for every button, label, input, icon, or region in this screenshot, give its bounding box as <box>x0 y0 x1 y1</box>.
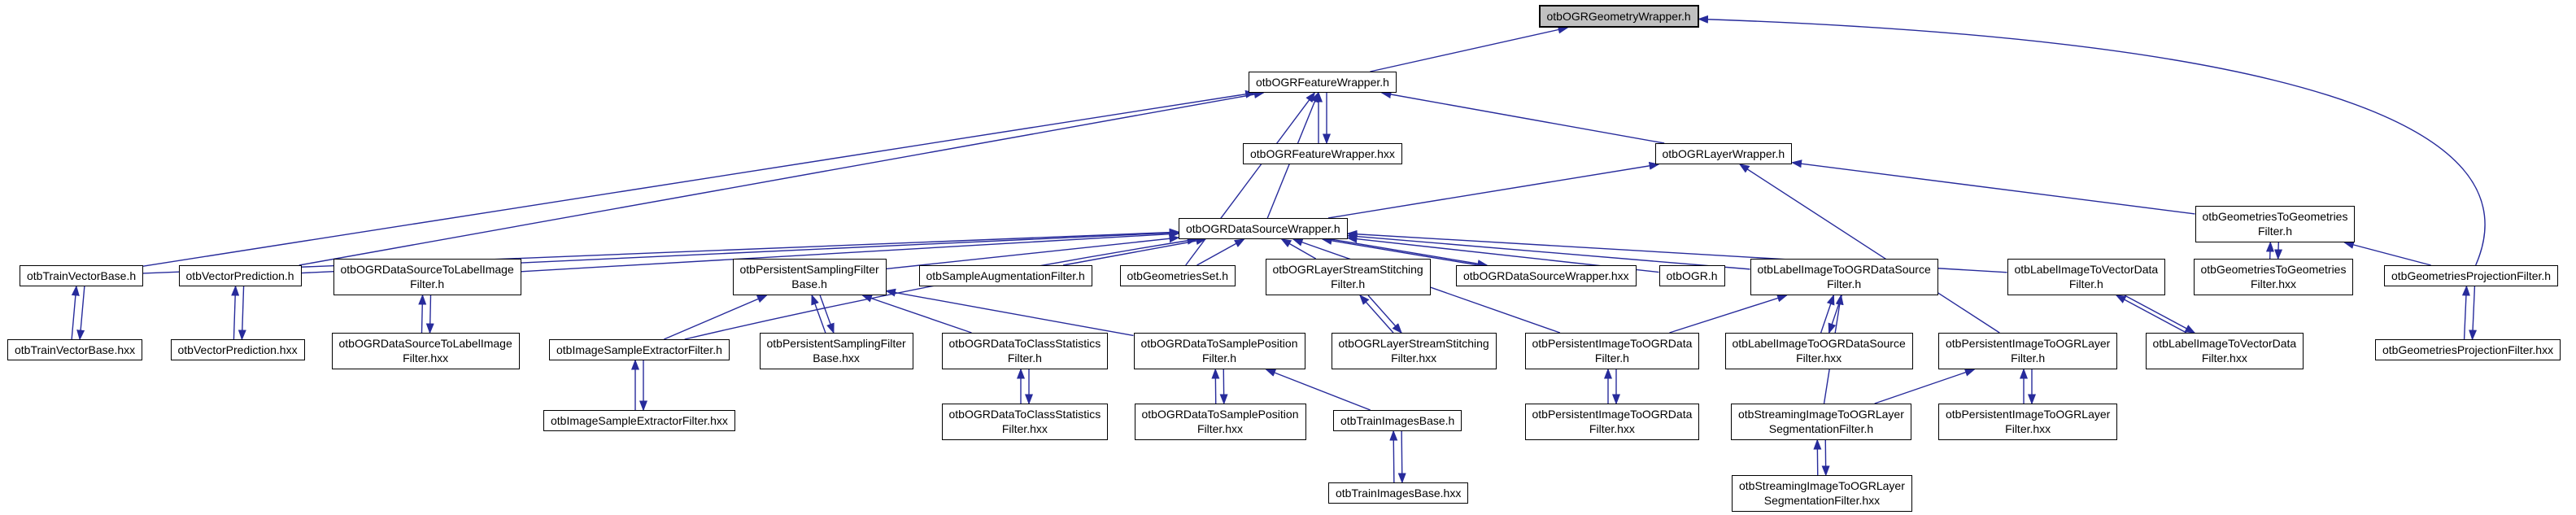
edge-vectorprediction_hxx-to-vectorprediction_h <box>231 285 240 340</box>
node-persistentsampling_h[interactable]: otbPersistentSamplingFilter Base.h <box>732 259 887 295</box>
node-persistimgtoogrlayer_h[interactable]: otbPersistentImageToOGRLayer Filter.h <box>1938 333 2118 369</box>
edge-imagesampleextractor_h-to-persistentsampling_h <box>664 295 768 340</box>
edge-geom2geom_hxx-to-geom2geom_h <box>2265 241 2274 260</box>
edge-geomprojection_h-to-geometrywrapper_h <box>1698 15 2486 266</box>
node-labelimgtoogrds_hxx[interactable]: otbLabelImageToOGRDataSource Filter.hxx <box>1724 333 1913 369</box>
node-streamingimgtoogrlayer_hxx[interactable]: otbStreamingImageToOGRLayer Segmentation… <box>1732 475 1912 512</box>
edge-featurewrapper_h-to-geometrywrapper_h <box>1370 25 1569 72</box>
node-featurewrapper_h[interactable]: otbOGRFeatureWrapper.h <box>1249 72 1397 94</box>
node-labelimgtovector_h[interactable]: otbLabelImageToVectorData Filter.h <box>2007 259 2166 295</box>
edge-geometriesset_h-to-datasourcewrapper_h <box>1196 238 1245 266</box>
edge-trainvectorbase_h-to-featurewrapper_h <box>142 89 1257 267</box>
edge-datasourcewrapper_h-to-datasourcewrapper_hxx <box>1330 238 1489 268</box>
node-datasourcewrapper_h[interactable]: otbOGRDataSourceWrapper.h <box>1179 218 1348 240</box>
edge-geomprojection_h-to-geom2geom_h <box>2343 241 2431 266</box>
edge-trainimagesbase_hxx-to-trainimagesbase_h <box>1389 430 1398 483</box>
node-geometrywrapper_h[interactable]: otbOGRGeometryWrapper.h <box>1538 5 1699 28</box>
node-geom2geom_h[interactable]: otbGeometriesToGeometries Filter.h <box>2195 206 2356 242</box>
node-otbogr_h[interactable]: otbOGR.h <box>1658 265 1725 287</box>
edge-trainimagesbase_h-to-ogrdatatosamplepos_h <box>1265 369 1371 411</box>
node-persistimgtoogrdata_hxx[interactable]: otbPersistentImageToOGRData Filter.hxx <box>1524 404 1700 440</box>
node-ogrdstolabelimage_h[interactable]: otbOGRDataSourceToLabelImage Filter.h <box>333 259 521 295</box>
edge-labelimgtovector_hxx-to-labelimgtovector_h <box>2115 295 2187 334</box>
edge-ogrlayerstream_h-to-datasourcewrapper_h <box>1280 238 1317 260</box>
node-vectorprediction_h[interactable]: otbVectorPrediction.h <box>178 265 302 287</box>
edge-trainvectorbase_hxx-to-trainvectorbase_h <box>71 285 80 340</box>
edge-geom2geom_h-to-layerwrapper_h <box>1791 159 2195 215</box>
node-labelimgtovector_hxx[interactable]: otbLabelImageToVectorData Filter.hxx <box>2145 333 2304 369</box>
node-ogrdatatosamplepos_hxx[interactable]: otbOGRDataToSamplePosition Filter.hxx <box>1134 404 1306 440</box>
node-ogrdatatoclassstats_h[interactable]: otbOGRDataToClassStatistics Filter.h <box>941 333 1109 369</box>
node-geomprojection_hxx[interactable]: otbGeometriesProjectionFilter.hxx <box>2375 339 2561 361</box>
edge-ogrlayerstream_h-to-ogrlayerstream_hxx <box>1367 295 1402 334</box>
node-ogrdstolabelimage_hxx[interactable]: otbOGRDataSourceToLabelImage Filter.hxx <box>331 333 520 369</box>
node-vectorprediction_hxx[interactable]: otbVectorPrediction.hxx <box>170 339 305 361</box>
edge-persistimgtoogrlayer_h-to-layerwrapper_h <box>1738 164 2000 334</box>
edge-datasourcewrapper_hxx-to-datasourcewrapper_h <box>1321 236 1480 266</box>
node-persistimgtoogrlayer_hxx[interactable]: otbPersistentImageToOGRLayer Filter.hxx <box>1938 404 2118 440</box>
node-trainvectorbase_h[interactable]: otbTrainVectorBase.h <box>20 265 144 287</box>
node-trainimagesbase_hxx[interactable]: otbTrainImagesBase.hxx <box>1328 482 1469 504</box>
edge-ogrdstolabelimage_h-to-ogrdstolabelimage_hxx <box>425 295 434 334</box>
node-layerwrapper_h[interactable]: otbOGRLayerWrapper.h <box>1654 143 1793 165</box>
edge-trainvectorbase_h-to-datasourcewrapper_h <box>142 228 1180 274</box>
edge-persistentsampling_hxx-to-persistentsampling_h <box>811 294 826 334</box>
edge-streamingimgtoogrlayer_h-to-persistimgtoogrlayer_h <box>1874 368 1976 404</box>
node-ogrlayerstream_hxx[interactable]: otbOGRLayerStreamStitching Filter.hxx <box>1331 333 1497 369</box>
node-geomprojection_h[interactable]: otbGeometriesProjectionFilter.h <box>2384 265 2559 287</box>
edge-sampleaugmentation_h-to-datasourcewrapper_h <box>1062 237 1207 266</box>
node-persistimgtoogrdata_h[interactable]: otbPersistentImageToOGRData Filter.h <box>1524 333 1700 369</box>
edge-persistentsampling_h-to-persistentsampling_hxx <box>819 295 835 334</box>
edge-labelimgtovector_h-to-labelimgtovector_hxx <box>2124 295 2196 334</box>
edge-ogrlayerstream_hxx-to-ogrlayerstream_h <box>1359 294 1394 334</box>
edge-datasourcewrapper_h-to-layerwrapper_h <box>1327 161 1660 219</box>
node-featurewrapper_hxx[interactable]: otbOGRFeatureWrapper.hxx <box>1243 143 1402 165</box>
node-imagesampleextractor_hxx[interactable]: otbImageSampleExtractorFilter.hxx <box>543 410 735 432</box>
edge-geomprojection_h-to-geomprojection_hxx <box>2469 286 2478 341</box>
edge-ogrdstolabelimage_h-to-datasourcewrapper_h <box>521 229 1180 273</box>
node-streamingimgtoogrlayer_h[interactable]: otbStreamingImageToOGRLayer Segmentation… <box>1731 404 1911 440</box>
node-trainimagesbase_h[interactable]: otbTrainImagesBase.h <box>1333 410 1462 432</box>
node-geom2geom_hxx[interactable]: otbGeometriesToGeometries Filter.hxx <box>2193 259 2354 295</box>
edge-geomprojection_hxx-to-geomprojection_h <box>2461 285 2470 340</box>
node-sampleaugmentation_h[interactable]: otbSampleAugmentationFilter.h <box>918 265 1092 287</box>
edge-ogrdatatosamplepos_h-to-persistentsampling_h <box>885 288 1134 337</box>
node-persistentsampling_hxx[interactable]: otbPersistentSamplingFilter Base.hxx <box>759 333 913 369</box>
node-trainvectorbase_hxx[interactable]: otbTrainVectorBase.hxx <box>7 339 143 361</box>
edge-vectorprediction_h-to-featurewrapper_h <box>299 90 1265 266</box>
node-geometriesset_h[interactable]: otbGeometriesSet.h <box>1119 265 1236 287</box>
node-labelimgtoogrds_h[interactable]: otbLabelImageToOGRDataSource Filter.h <box>1750 259 1938 295</box>
edge-trainvectorbase_h-to-trainvectorbase_hxx <box>76 286 85 341</box>
edge-persistentsampling_h-to-datasourcewrapper_h <box>886 234 1180 270</box>
edge-ogrdatatoclassstats_h-to-persistentsampling_h <box>861 295 972 334</box>
node-ogrlayerstream_h[interactable]: otbOGRLayerStreamStitching Filter.h <box>1265 259 1431 295</box>
edge-vectorprediction_h-to-vectorprediction_hxx <box>238 286 246 341</box>
edge-geom2geom_h-to-geom2geom_hxx <box>2274 242 2283 260</box>
node-ogrdatatosamplepos_h[interactable]: otbOGRDataToSamplePosition Filter.h <box>1133 333 1305 369</box>
edge-trainimagesbase_h-to-trainimagesbase_hxx <box>1397 430 1406 484</box>
edge-labelimgtoogrds_h-to-datasourcewrapper_h <box>1346 232 1750 270</box>
node-datasourcewrapper_hxx[interactable]: otbOGRDataSourceWrapper.hxx <box>1456 265 1637 287</box>
node-ogrdatatoclassstats_hxx[interactable]: otbOGRDataToClassStatistics Filter.hxx <box>941 404 1109 440</box>
edge-layerwrapper_h-to-featurewrapper_h <box>1380 90 1665 144</box>
node-imagesampleextractor_h[interactable]: otbImageSampleExtractorFilter.h <box>549 339 730 361</box>
edge-labelimgtoogrds_hxx-to-labelimgtoogrds_h <box>1820 294 1835 334</box>
edge-persistimgtoogrdata_h-to-labelimgtoogrds_h <box>1669 294 1788 334</box>
edge-ogrdstolabelimage_hxx-to-ogrdstolabelimage_h <box>418 294 427 334</box>
